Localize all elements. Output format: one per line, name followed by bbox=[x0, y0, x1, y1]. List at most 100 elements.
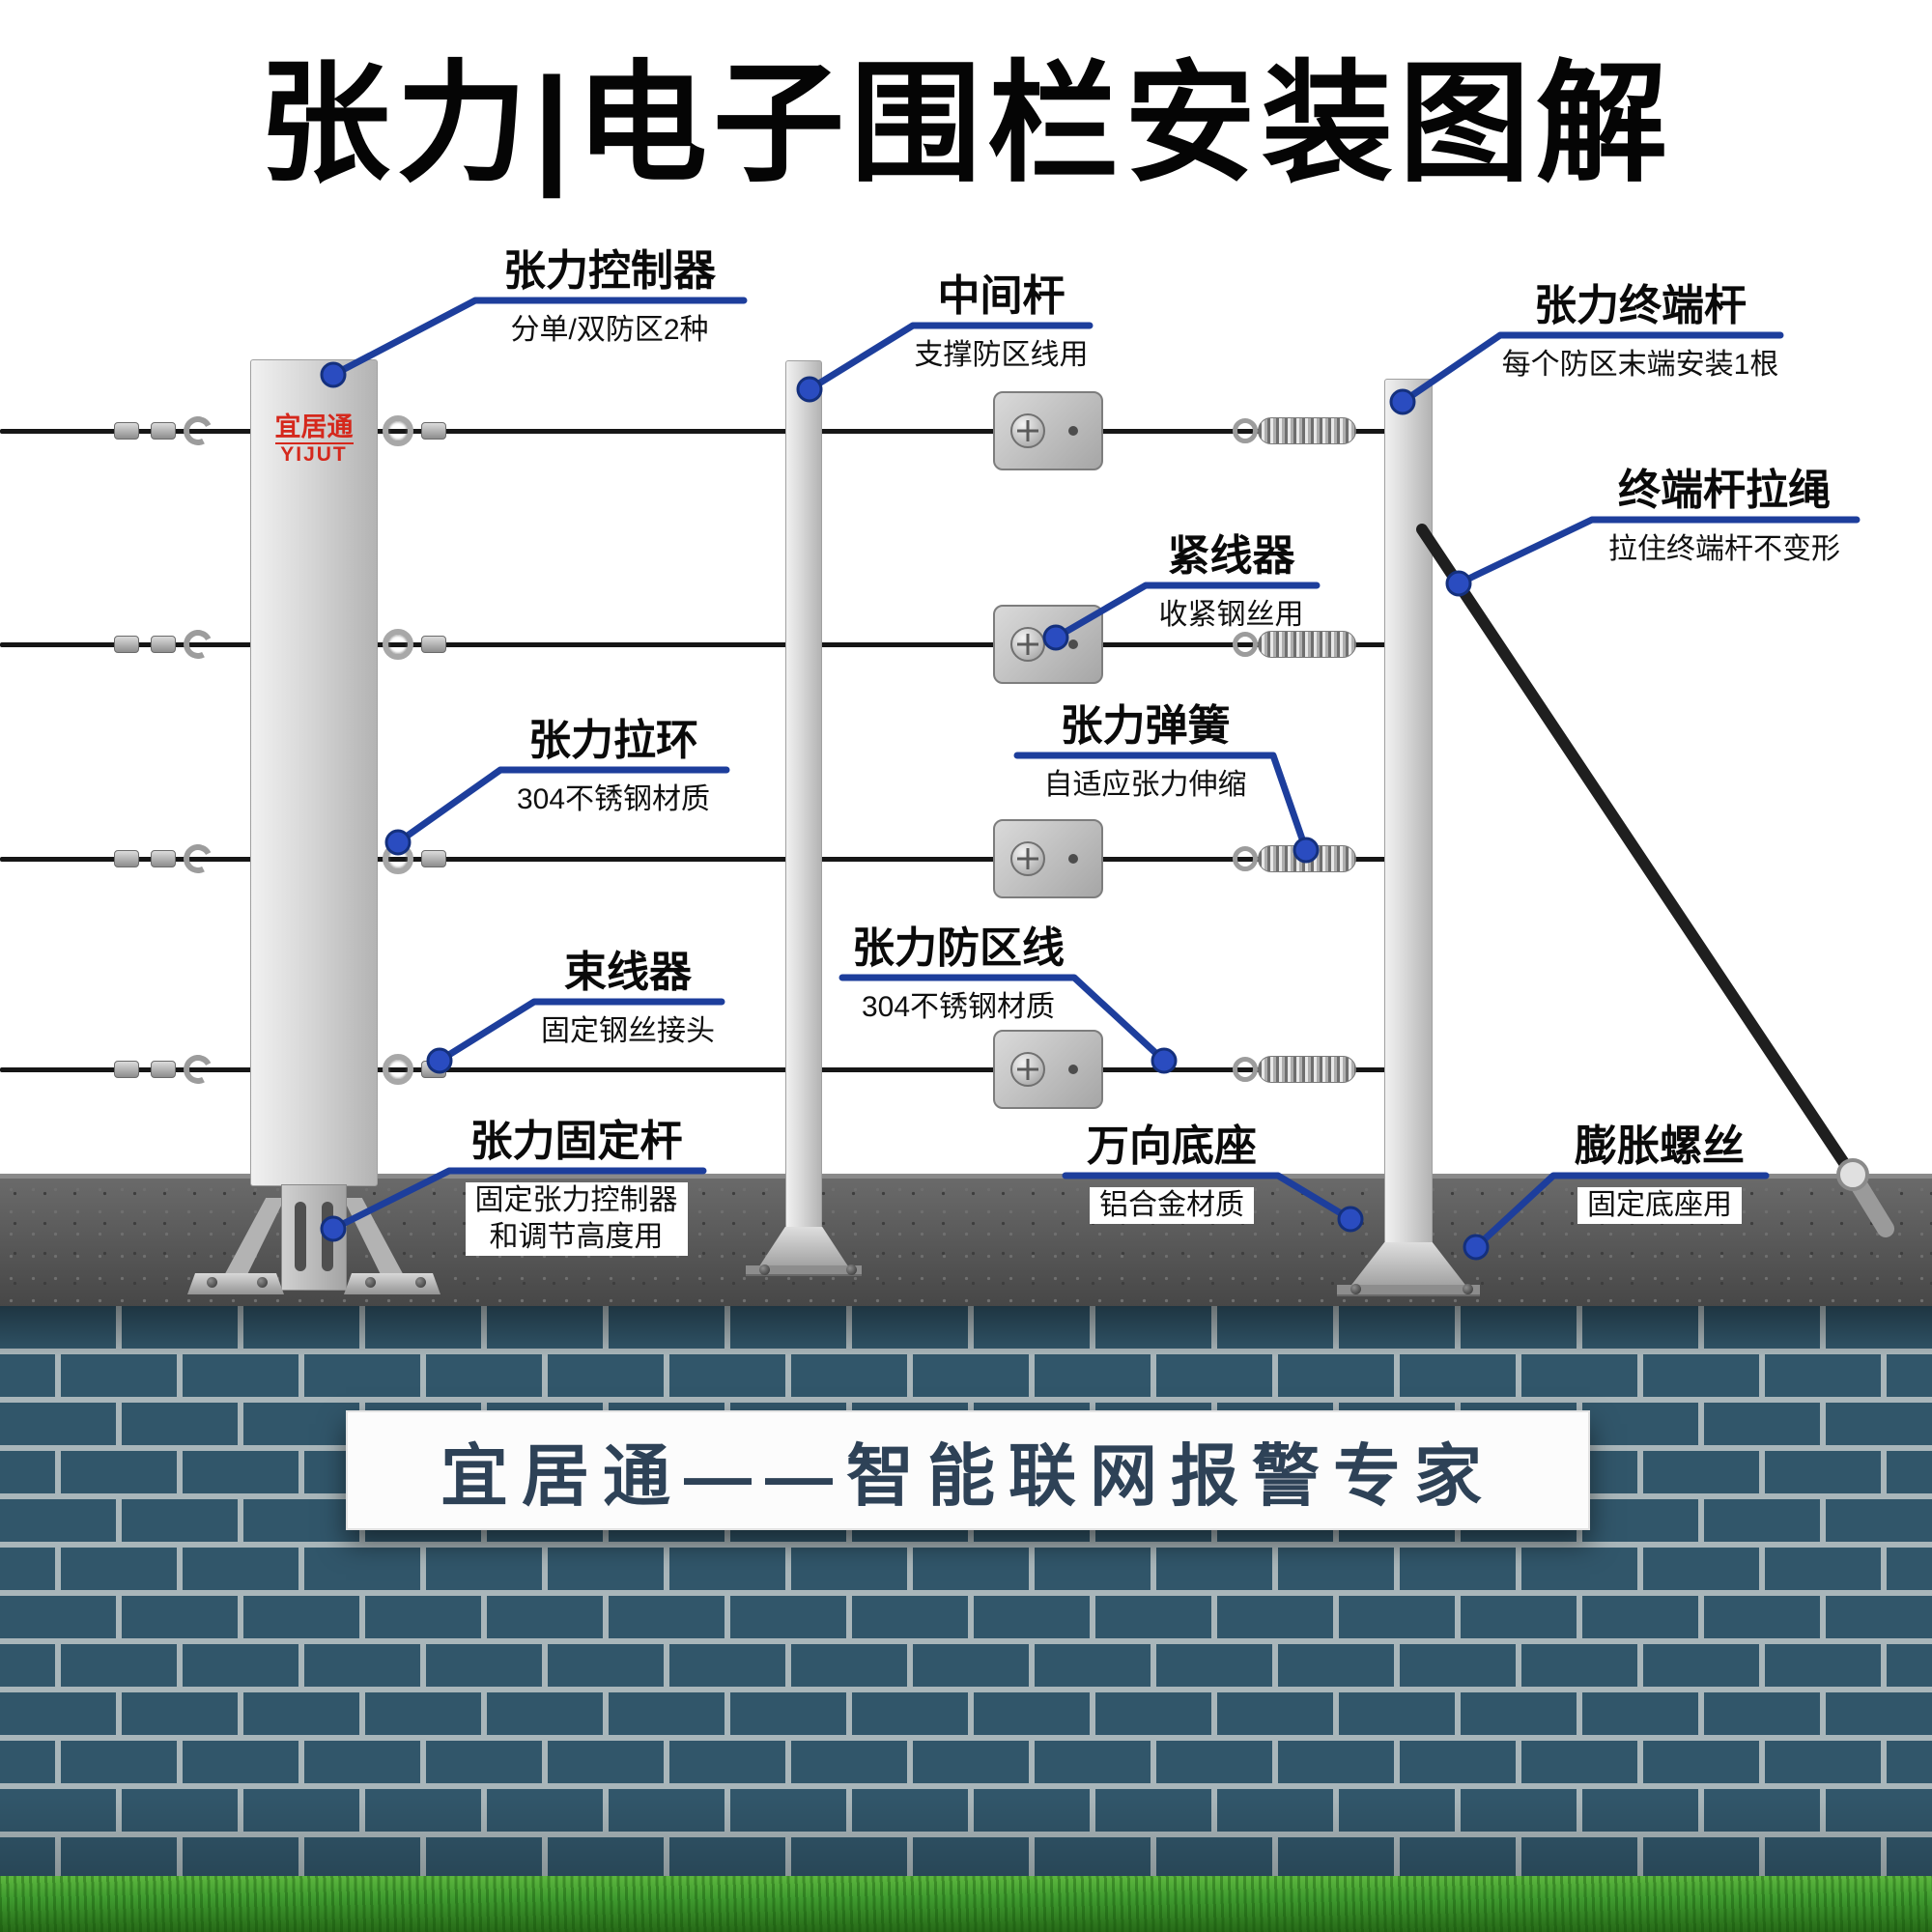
callout-title: 张力终端杆 bbox=[1534, 282, 1747, 329]
bracket-foot bbox=[187, 1273, 284, 1294]
wire-ferrule bbox=[151, 422, 176, 440]
callout-wire-tightener: 紧线器 收紧钢丝用 bbox=[1146, 532, 1317, 634]
base-plate bbox=[746, 1265, 862, 1276]
grass-strip bbox=[0, 1876, 1932, 1932]
page-title: 张力|电子围栏安装图解 bbox=[258, 50, 1674, 197]
callout-title: 张力拉环 bbox=[528, 717, 698, 764]
callout-subtitle: 铝合金材质 bbox=[1090, 1187, 1254, 1224]
bracket-slot bbox=[322, 1202, 333, 1271]
zone-wire bbox=[0, 857, 1387, 862]
callout-subtitle: 304不锈钢材质 bbox=[861, 991, 1056, 1023]
callout-title: 张力弹簧 bbox=[1060, 702, 1231, 750]
callout-subtitle: 固定钢丝接头 bbox=[541, 1015, 715, 1047]
wire-ferrule bbox=[151, 1061, 176, 1078]
wire-tightener bbox=[993, 605, 1103, 684]
wire-hook bbox=[180, 412, 216, 449]
callout-title: 张力防区线 bbox=[852, 924, 1065, 972]
callout-fixing-pole: 张力固定杆 固定张力控制器 和调节高度用 bbox=[449, 1118, 703, 1256]
callout-terminal-pole: 张力终端杆 每个防区末端安装1根 bbox=[1500, 282, 1780, 384]
controller-pole bbox=[250, 359, 378, 1186]
callout-zone-wire: 张力防区线 304不锈钢材质 bbox=[842, 924, 1074, 1026]
wire-tightener bbox=[993, 819, 1103, 898]
anchor-bolt bbox=[846, 1264, 857, 1275]
callout-subtitle: 分单/双防区2种 bbox=[510, 314, 709, 346]
callout-title: 中间杆 bbox=[937, 272, 1065, 320]
brick-wall bbox=[0, 1306, 1932, 1876]
callout-title: 万向底座 bbox=[1087, 1122, 1257, 1170]
terminal-pole bbox=[1384, 379, 1433, 1250]
tension-ring bbox=[383, 1054, 413, 1085]
tightener-pin bbox=[1068, 639, 1078, 649]
wire-ferrule bbox=[421, 850, 446, 867]
zone-wire bbox=[0, 642, 1387, 647]
tension-ring bbox=[383, 843, 413, 874]
callout-expansion-screw: 膨胀螺丝 固定底座用 bbox=[1553, 1122, 1766, 1224]
tension-ring bbox=[383, 629, 413, 660]
anchor-bolt bbox=[1350, 1284, 1361, 1294]
callout-subtitle: 支撑防区线用 bbox=[914, 339, 1089, 371]
spring-link-ring bbox=[1233, 846, 1258, 871]
tightener-knob bbox=[1010, 1052, 1045, 1087]
callout-wire-binder: 束线器 固定钢丝接头 bbox=[534, 949, 722, 1050]
callout-subtitle: 304不锈钢材质 bbox=[516, 783, 711, 815]
tension-spring bbox=[1258, 417, 1356, 444]
wall-shadow bbox=[0, 1306, 1932, 1876]
wire-hook bbox=[180, 840, 216, 877]
wire-hook bbox=[180, 626, 216, 663]
wire-hook bbox=[180, 1051, 216, 1088]
callout-subtitle: 收紧钢丝用 bbox=[1158, 599, 1304, 631]
wire-tightener bbox=[993, 1030, 1103, 1109]
callout-title: 束线器 bbox=[564, 949, 692, 996]
tension-spring bbox=[1258, 1056, 1356, 1083]
callout-universal-base: 万向底座 铝合金材质 bbox=[1065, 1122, 1278, 1224]
tension-spring bbox=[1258, 845, 1356, 872]
anchor-bolt bbox=[257, 1277, 268, 1288]
bracket-slot bbox=[295, 1202, 306, 1271]
callout-subtitle: 固定底座用 bbox=[1577, 1187, 1742, 1224]
callout-title: 紧线器 bbox=[1167, 532, 1295, 580]
brick-pattern bbox=[0, 1306, 1932, 1876]
callout-title: 张力固定杆 bbox=[469, 1118, 683, 1165]
tightener-knob bbox=[1010, 841, 1045, 876]
base-plate bbox=[1337, 1285, 1480, 1296]
anchor-bolt bbox=[1463, 1284, 1473, 1294]
anchor-bolt bbox=[759, 1264, 770, 1275]
callout-tension-controller: 张力控制器 分单/双防区2种 bbox=[475, 247, 744, 349]
callout-subtitle: 拉住终端杆不变形 bbox=[1608, 533, 1840, 565]
tightener-pin bbox=[1068, 426, 1078, 436]
wire-ferrule bbox=[114, 636, 139, 653]
callout-middle-pole: 中间杆 支撑防区线用 bbox=[913, 272, 1090, 374]
callout-dot-terminal-rope bbox=[1445, 570, 1472, 597]
wire-ferrule bbox=[114, 850, 139, 867]
callout-terminal-rope: 终端杆拉绳 拉住终端杆不变形 bbox=[1592, 467, 1857, 568]
wire-ferrule bbox=[421, 636, 446, 653]
tension-spring bbox=[1258, 631, 1356, 658]
bracket-foot bbox=[344, 1273, 440, 1294]
tightener-knob bbox=[1010, 627, 1045, 662]
anchor-bolt bbox=[415, 1277, 426, 1288]
terminal-rope bbox=[1416, 524, 1865, 1192]
wire-ferrule bbox=[151, 850, 176, 867]
middle-pole bbox=[785, 360, 822, 1235]
wire-tightener bbox=[993, 391, 1103, 470]
wire-ferrule bbox=[114, 422, 139, 440]
fixing-bracket-channel bbox=[281, 1184, 347, 1291]
tightener-pin bbox=[1068, 854, 1078, 864]
callout-tension-ring: 张力拉环 304不锈钢材质 bbox=[500, 717, 726, 818]
tension-ring bbox=[383, 415, 413, 446]
callout-tension-spring: 张力弹簧 自适应张力伸缩 bbox=[1017, 702, 1273, 804]
callout-title: 膨胀螺丝 bbox=[1575, 1122, 1745, 1170]
anchor-bolt bbox=[365, 1277, 376, 1288]
wire-ferrule bbox=[421, 1061, 446, 1078]
banner: 宜居通——智能联网报警专家 bbox=[346, 1410, 1590, 1530]
wire-ferrule bbox=[151, 636, 176, 653]
spring-link-ring bbox=[1233, 632, 1258, 657]
banner-text: 宜居通——智能联网报警专家 bbox=[440, 1437, 1495, 1514]
callout-title: 张力控制器 bbox=[503, 247, 716, 295]
callout-subtitle: 每个防区末端安装1根 bbox=[1501, 349, 1779, 381]
callout-subtitle: 固定张力控制器 和调节高度用 bbox=[465, 1182, 688, 1256]
logo-en-text: YIJUT bbox=[280, 443, 348, 467]
tightener-knob bbox=[1010, 413, 1045, 448]
callout-subtitle: 自适应张力伸缩 bbox=[1043, 769, 1247, 801]
tightener-pin bbox=[1068, 1065, 1078, 1074]
